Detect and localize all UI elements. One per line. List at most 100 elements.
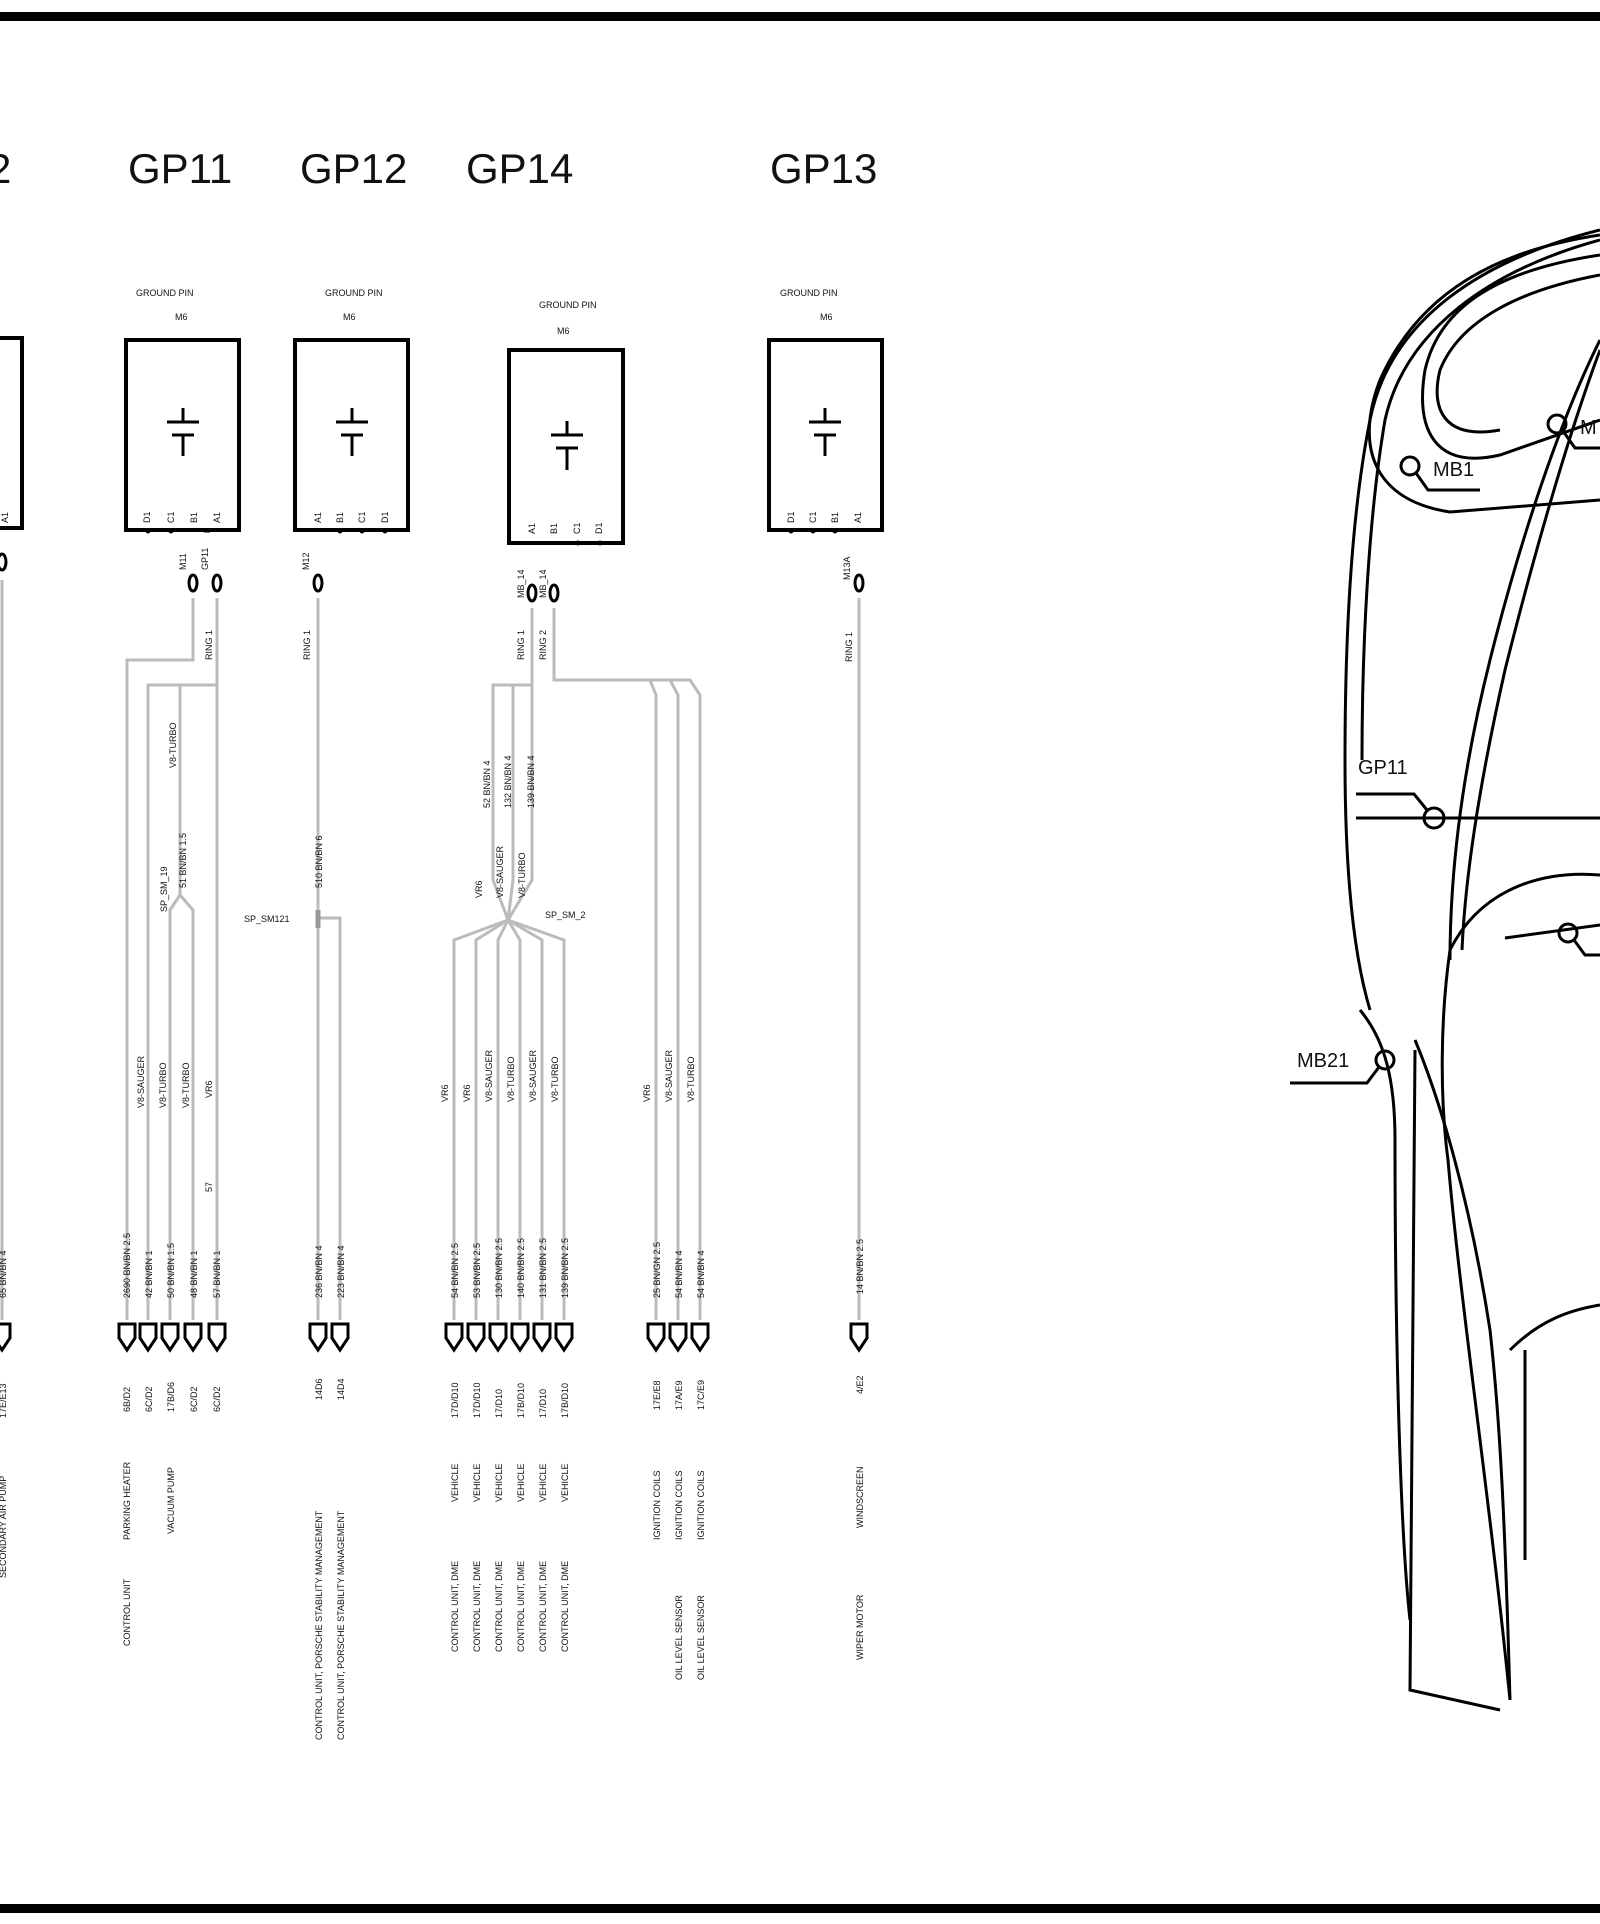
branch-variant: V8-SAUGER [136, 1055, 146, 1108]
description: VEHICLE [472, 1463, 482, 1502]
marker-mb21-icon [1374, 1049, 1396, 1071]
marker-mb1-label: MB1 [1433, 459, 1474, 481]
description: CONTROL UNIT [122, 1578, 132, 1646]
pin-terminals [308, 1322, 350, 1353]
ground-pin-box [507, 348, 625, 545]
header-sub: M6 [557, 326, 570, 336]
variant-label: V8-TURBO [168, 722, 178, 768]
location-ref: 17D/D10 [472, 1382, 482, 1418]
wire-label: 42 BN/BN 1 [144, 1250, 154, 1298]
mid-label: 57 [204, 1182, 214, 1192]
description: CONTROL UNIT, DME [472, 1561, 482, 1652]
pin-dot [337, 528, 343, 534]
bundle-wire: 139 BN/BN 4 [526, 755, 536, 808]
pin-dot [597, 540, 603, 546]
pin-dot [832, 528, 838, 534]
pin-label: D1 [594, 522, 604, 534]
marker-mb1-icon [1399, 455, 1421, 477]
connector-label: MB_14 [516, 569, 526, 598]
header-sub: M6 [175, 312, 188, 322]
description: CONTROL UNIT, DME [516, 1561, 526, 1652]
group-title: GP11 [128, 145, 232, 192]
ground-pin-box [124, 338, 241, 532]
branch-variant: VR6 [642, 1084, 652, 1102]
wire-label: 57 BN/BN 1 [212, 1250, 222, 1298]
ring-terminal [0, 552, 8, 572]
branch-variant: V8-TURBO [181, 1062, 191, 1108]
pin-dot [575, 540, 581, 546]
marker-gp11-leader [1356, 792, 1429, 811]
description: OIL LEVEL SENSOR [696, 1595, 706, 1680]
pin-label: A1 [853, 512, 863, 523]
connector-label: M11 [178, 553, 188, 570]
description: CONTROL UNIT, DME [450, 1561, 460, 1652]
pin-label: B1 [830, 512, 840, 523]
description: CONTROL UNIT, DME [538, 1561, 548, 1652]
pin-label: B1 [335, 512, 345, 523]
description: CONTROL UNIT, DME [494, 1561, 504, 1652]
pin-dot [145, 528, 151, 534]
description: WIPER MOTOR [855, 1594, 865, 1660]
marker-mb21-leader [1290, 1066, 1381, 1085]
location-ref: 17/D10 [494, 1389, 504, 1418]
connector-label: MB_14 [538, 569, 548, 598]
description: CONTROL UNIT, PORSCHE STABILITY MANAGEME… [314, 1510, 324, 1740]
description: WINDSCREEN [855, 1466, 865, 1528]
branch-variant: V8-SAUGER [484, 1049, 494, 1102]
ring-label: RING 2 [538, 630, 548, 660]
pin-label: C1 [357, 511, 367, 523]
branch-variant: V8-TURBO [158, 1062, 168, 1108]
wire-label: 50 BN/BN 1.5 [166, 1243, 176, 1298]
top-border [0, 12, 1600, 21]
pin-terminals [444, 1322, 710, 1353]
wire-label: 48 BN/BN 1 [189, 1250, 199, 1298]
wire-label: 2690 BN/BN 2.5 [122, 1233, 132, 1298]
description: IGNITION COILS [696, 1470, 706, 1540]
bottom-border [0, 1904, 1600, 1913]
pin-label: C1 [572, 522, 582, 534]
group-partial: 2 A1 65 BN/BN 4 17E/E13 SECONDARY AIR PU… [0, 145, 24, 1578]
description: VEHICLE [450, 1463, 460, 1502]
description: SECONDARY AIR PUMP [0, 1476, 8, 1578]
pin-terminal [849, 1322, 869, 1353]
wire-label: 54 BN/BN 2.5 [450, 1243, 460, 1298]
pin-terminals [117, 1322, 227, 1353]
wire-label: 130 BN/BN 2.5 [494, 1238, 504, 1298]
location-ref: 17E/E8 [652, 1380, 662, 1410]
description: OIL LEVEL SENSOR [674, 1595, 684, 1680]
location-map [1343, 228, 1600, 1712]
ring-terminal [548, 583, 560, 603]
wire-harness [316, 598, 342, 1320]
pin-terminal [0, 1322, 12, 1353]
wire-label: 25 BN/GN 2.5 [652, 1242, 662, 1298]
pin-label: D1 [380, 511, 390, 523]
marker-gp11-label: GP11 [1358, 757, 1408, 779]
main-wire-label: 510 BN/BN 6 [314, 835, 324, 888]
branch-variant: V8-TURBO [550, 1056, 560, 1102]
marker-leader [1572, 939, 1600, 957]
location-ref: 17E/E13 [0, 1383, 8, 1418]
bundle-variant: VR6 [474, 880, 484, 898]
marker-icon [1557, 922, 1579, 944]
marker-mb21-label: MB21 [1297, 1050, 1349, 1072]
description: IGNITION COILS [674, 1470, 684, 1540]
wire-label: 140 BN/BN 2.5 [516, 1238, 526, 1298]
wire-label: 65 BN/BN 4 [0, 1250, 8, 1298]
description: CONTROL UNIT, PORSCHE STABILITY MANAGEME… [336, 1510, 346, 1740]
ring-terminal [211, 573, 223, 593]
group-title: GP13 [770, 145, 877, 192]
location-ref: 6C/D2 [189, 1386, 199, 1412]
header-sub: M6 [343, 312, 356, 322]
ground-pin-box [0, 336, 24, 530]
pin-label: A1 [527, 523, 537, 534]
connector-label: M13A [842, 556, 852, 580]
ring-terminal [526, 583, 538, 603]
ring-terminal [187, 573, 199, 593]
location-ref: 14D6 [314, 1378, 324, 1400]
pin-label: D1 [786, 511, 796, 523]
marker-m-leader [1561, 430, 1600, 450]
branch-variant: VR6 [462, 1084, 472, 1102]
pin-label: A1 [212, 512, 222, 523]
ground-pin-box [293, 338, 410, 532]
splice-wire-label: 51 BN/BN 1.5 [178, 833, 188, 888]
